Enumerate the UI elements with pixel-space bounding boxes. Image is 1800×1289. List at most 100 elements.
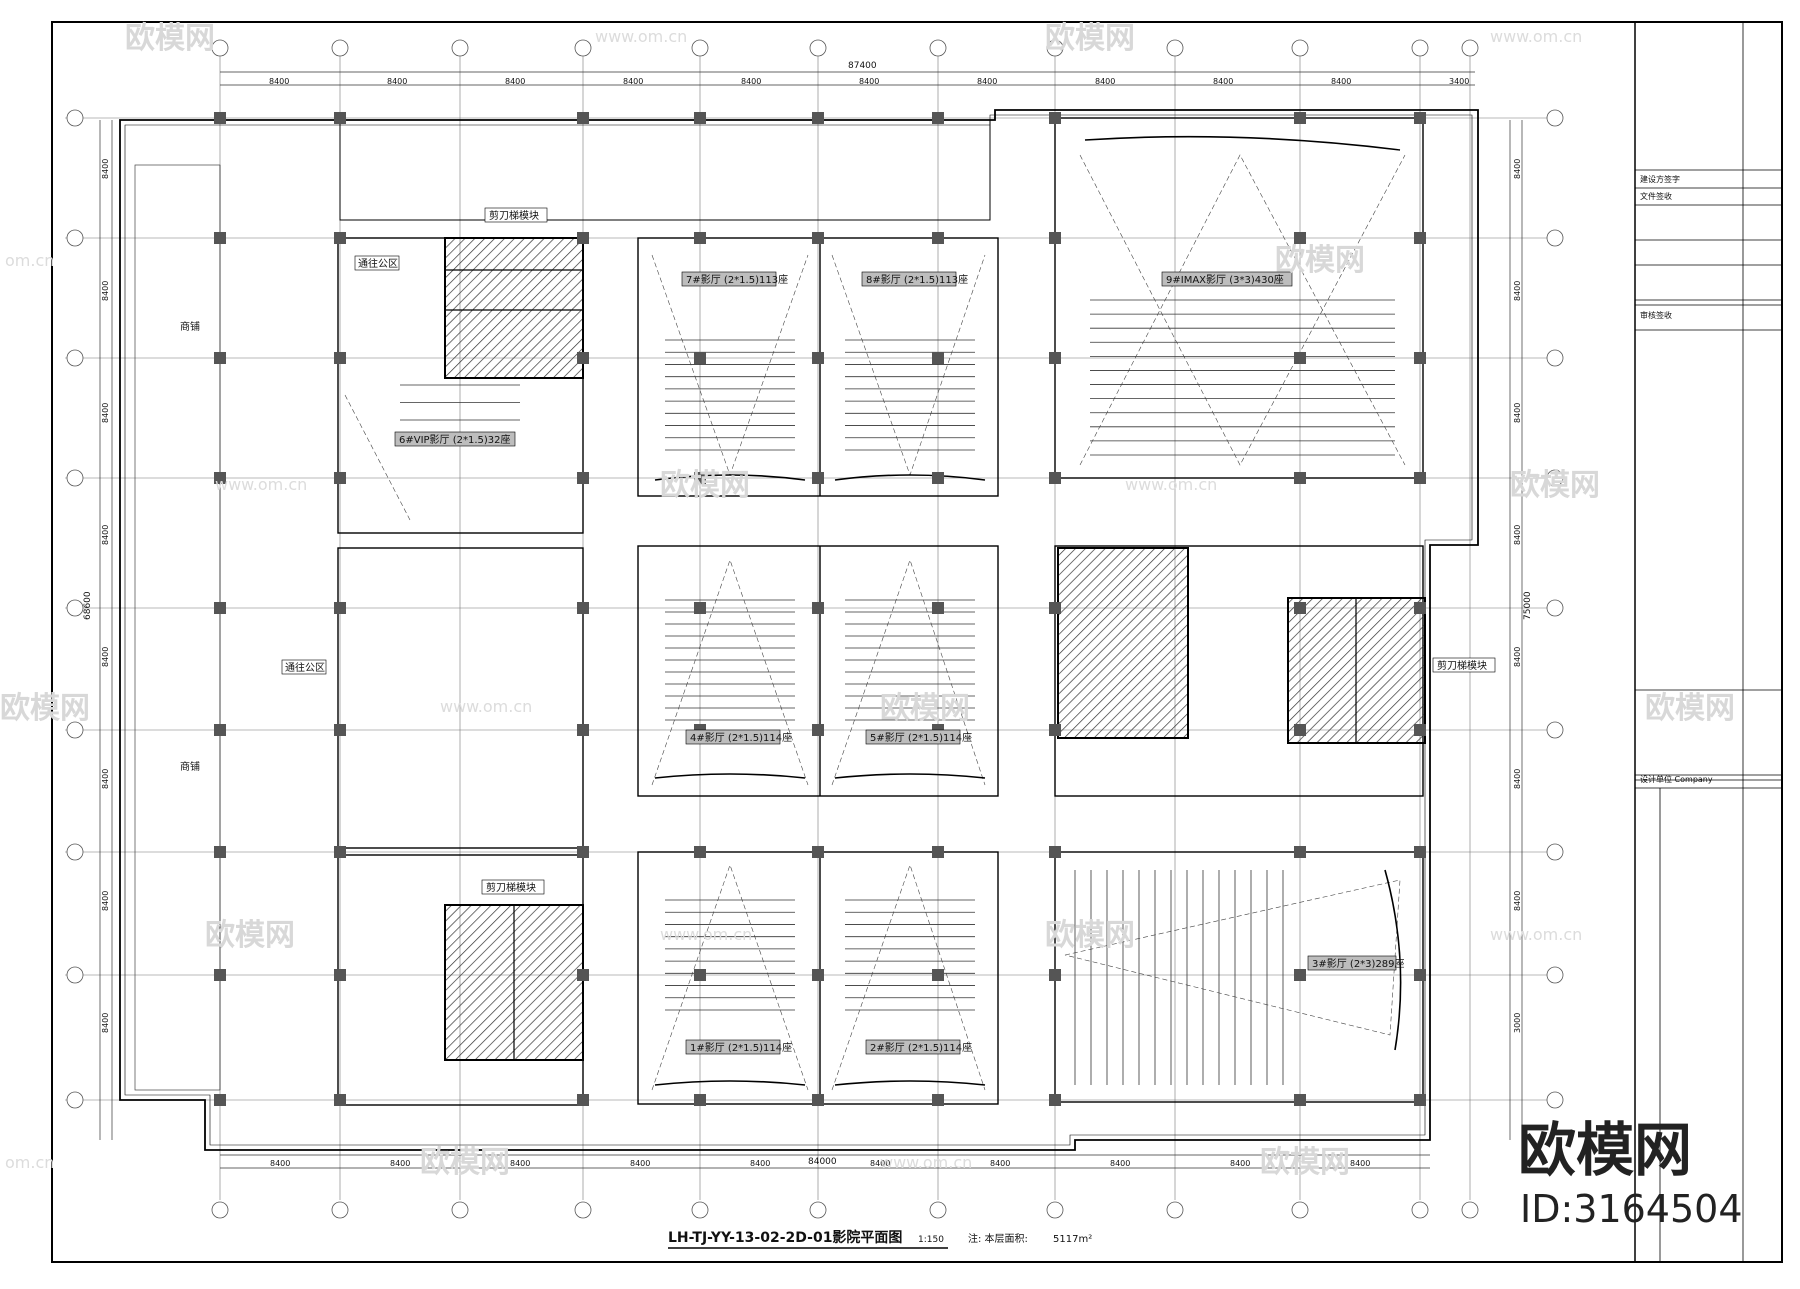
structural-column-76 (1414, 602, 1426, 614)
leftDims-5: 8400 (101, 769, 110, 789)
leftDims-2: 8400 (101, 403, 110, 423)
rightDims-4: 8400 (1513, 647, 1522, 667)
structural-column-19 (577, 232, 589, 244)
structural-column-46 (932, 232, 944, 244)
structural-column-51 (932, 846, 944, 858)
bottomDims-9: 8400 (1350, 1159, 1370, 1168)
bottomDims-8: 8400 (1230, 1159, 1250, 1168)
structural-column-71 (1294, 1094, 1306, 1106)
structural-column-11 (334, 352, 346, 364)
structural-column-41 (812, 724, 824, 736)
structural-column-1 (214, 232, 226, 244)
hall-8-label: 8#影厅 (2*1.5)113座 (866, 273, 968, 286)
building-outline (119, 109, 1479, 1151)
leftDims-0: 8400 (101, 159, 110, 179)
structural-column-65 (1294, 352, 1306, 364)
rightDims-6: 8400 (1513, 891, 1522, 911)
structural-column-63 (1294, 112, 1306, 124)
structural-column-8 (214, 1094, 226, 1106)
watermark-brand-1: 欧模网 (125, 21, 215, 56)
topDims-2: 8400 (505, 77, 525, 86)
module-labels: 剪刀梯模块 剪刀梯模块 剪刀梯模块 通往公区 通往公区 (281, 207, 1496, 895)
hall-2-label: 2#影厅 (2*1.5)114座 (870, 1041, 972, 1054)
structural-column-52 (932, 969, 944, 981)
top-roof-edge (339, 120, 991, 221)
right-total-dimension: 75000 (1523, 591, 1533, 620)
structural-column-62 (1049, 1094, 1061, 1106)
structural-column-44 (812, 1094, 824, 1106)
watermark-site-3: om.cn (5, 251, 54, 270)
structural-column-22 (577, 602, 589, 614)
structural-column-69 (1294, 846, 1306, 858)
drawing-title: LH-TJ-YY-13-02-2D-01影院平面图 (668, 1229, 902, 1246)
structural-column-9 (334, 112, 346, 124)
structural-column-5 (214, 724, 226, 736)
screens (654, 135, 1402, 1086)
structural-column-12 (334, 472, 346, 484)
watermark-site-9: om.cn (5, 1153, 54, 1172)
structural-column-10 (334, 232, 346, 244)
axis-markers (66, 39, 1564, 1219)
topDims-0: 8400 (269, 77, 289, 86)
structural-column-17 (334, 1094, 346, 1106)
structural-column-28 (694, 232, 706, 244)
structural-column-3 (214, 472, 226, 484)
topDims-3: 8400 (623, 77, 643, 86)
watermark-brand-7: 欧模网 (880, 691, 970, 726)
structural-column-75 (1414, 472, 1426, 484)
structural-column-57 (1049, 472, 1061, 484)
structural-columns (214, 112, 1426, 1106)
seating-rows (400, 299, 1395, 1085)
leftDims-3: 8400 (101, 525, 110, 545)
title-block-row4: 设计单位 Company (1640, 774, 1713, 784)
title-block-row2: 文件签收 (1640, 191, 1672, 201)
shop-label-top: 商铺 (180, 320, 200, 333)
structural-column-6 (214, 846, 226, 858)
rightDims-1: 8400 (1513, 281, 1522, 301)
structural-column-38 (812, 352, 824, 364)
structural-column-2 (214, 352, 226, 364)
topDims-9: 8400 (1331, 77, 1351, 86)
leftDims-4: 8400 (101, 647, 110, 667)
structural-column-79 (1414, 969, 1426, 981)
bottomDims-1: 8400 (390, 1159, 410, 1168)
topDims-6: 8400 (977, 77, 997, 86)
structural-column-77 (1414, 724, 1426, 736)
watermark-site-2: www.om.cn (1490, 27, 1582, 46)
watermark-site-8: www.om.cn (1490, 925, 1582, 944)
watermark-site-4: www.om.cn (215, 475, 307, 494)
topDims-10: 3400 (1449, 77, 1469, 86)
stair-module-bottom-label: 剪刀梯模块 (486, 881, 536, 894)
bottomDims-4: 8400 (750, 1159, 770, 1168)
structural-column-49 (932, 602, 944, 614)
structural-column-67 (1294, 602, 1306, 614)
topDims-5: 8400 (859, 77, 879, 86)
structural-column-48 (932, 472, 944, 484)
bottomDims-5: 8400 (870, 1159, 890, 1168)
structural-column-30 (694, 472, 706, 484)
title-block (1635, 22, 1782, 1262)
structural-column-37 (812, 232, 824, 244)
structural-column-27 (694, 112, 706, 124)
watermark-site-1: www.om.cn (595, 27, 687, 46)
structural-column-21 (577, 472, 589, 484)
watermark-brand-9: 欧模网 (205, 918, 295, 953)
stair-module-right-label: 剪刀梯模块 (1437, 659, 1487, 672)
structural-column-40 (812, 602, 824, 614)
structural-column-56 (1049, 352, 1061, 364)
building-outline-inner (124, 114, 1473, 1146)
structural-column-34 (694, 969, 706, 981)
structural-column-78 (1414, 846, 1426, 858)
bottomDims-0: 8400 (270, 1159, 290, 1168)
title-block-row3: 审核签收 (1640, 310, 1672, 320)
structural-column-25 (577, 969, 589, 981)
watermark-site-5: www.om.cn (1125, 475, 1217, 494)
watermark-brand-11: 欧模网 (420, 1145, 510, 1180)
left-total-dimension: 68600 (83, 591, 93, 620)
drawing-note-prefix: 注: 本层面积: (968, 1232, 1028, 1245)
structural-column-0 (214, 112, 226, 124)
hall-3-label: 3#影厅 (2*3)289座 (1312, 957, 1405, 970)
